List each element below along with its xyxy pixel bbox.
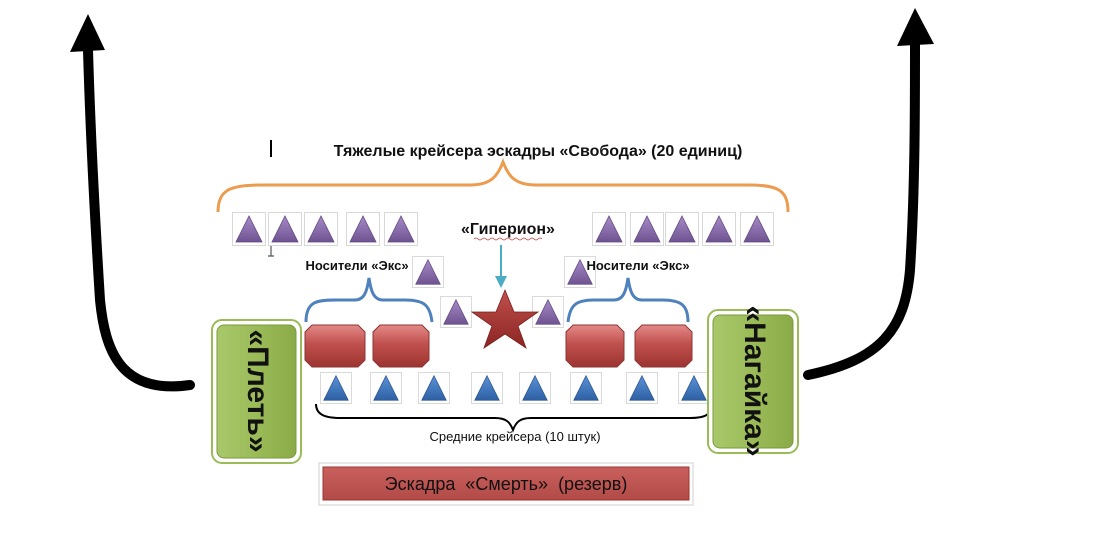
carrier-ship (372, 324, 430, 368)
carriers-right-label: Носители «Экс» (586, 258, 689, 273)
heavy-cruisers-brace (216, 157, 790, 213)
heavy-cruiser-triangle (412, 256, 444, 288)
flagship-label: «Гиперион» (461, 221, 555, 238)
carriers-left-group (304, 324, 430, 368)
medium-cruiser-triangle (519, 372, 551, 404)
medium-cruiser-triangle (320, 372, 352, 404)
right-wing-box: «Нагайка» (707, 305, 799, 457)
heavy-cruisers-title: Тяжелые крейсера эскадры «Свобода» (20 е… (334, 143, 743, 160)
medium-cruisers-group (320, 372, 710, 404)
medium-cruisers-label: Средние крейсера (10 штук) (429, 429, 600, 444)
medium-cruiser-triangle (370, 372, 402, 404)
left-flank-arrow (70, 14, 195, 392)
medium-cruiser-triangle (418, 372, 450, 404)
flagship-label-underline (473, 237, 543, 241)
medium-cruisers-brace (315, 403, 713, 433)
heavy-cruiser-triangle (740, 212, 774, 246)
flagship-star-icon (470, 288, 540, 350)
carriers-left-label: Носители «Экс» (305, 258, 408, 273)
heavy-cruisers-right-group (592, 212, 774, 246)
medium-cruiser-triangle (678, 372, 710, 404)
heavy-cruiser-triangle (630, 212, 664, 246)
reserve-squadron-bar: Эскадра «Смерть» (резерв) (318, 462, 694, 506)
reserve-squadron-label: Эскадра «Смерть» (резерв) (385, 474, 628, 494)
medium-cruiser-triangle (570, 372, 602, 404)
heavy-cruiser-triangle (384, 212, 418, 246)
heavy-cruiser-triangle (440, 296, 472, 328)
heavy-cruiser-triangle (665, 212, 699, 246)
carriers-right-brace (566, 277, 690, 323)
right-wing-label: «Нагайка» (738, 305, 771, 456)
carrier-ship (304, 324, 366, 368)
flagship-pointer-arrow (495, 245, 507, 288)
carriers-right-group (565, 324, 693, 368)
heavy-cruiser-triangle (702, 212, 736, 246)
heavy-cruiser-triangle (304, 212, 338, 246)
carrier-ship (634, 324, 693, 368)
right-flank-arrow (803, 8, 934, 380)
left-wing-box: «Плеть» (211, 319, 302, 464)
left-wing-label: «Плеть» (241, 329, 274, 452)
carrier-ship (565, 324, 625, 368)
heavy-cruiser-triangle (346, 212, 380, 246)
heavy-cruisers-left-group (232, 212, 418, 246)
carriers-left-brace (304, 277, 434, 323)
medium-cruiser-triangle (471, 372, 503, 404)
medium-cruiser-triangle (626, 372, 658, 404)
heavy-cruiser-triangle (268, 212, 302, 246)
heavy-cruiser-triangle (592, 212, 626, 246)
heavy-cruiser-triangle (232, 212, 266, 246)
